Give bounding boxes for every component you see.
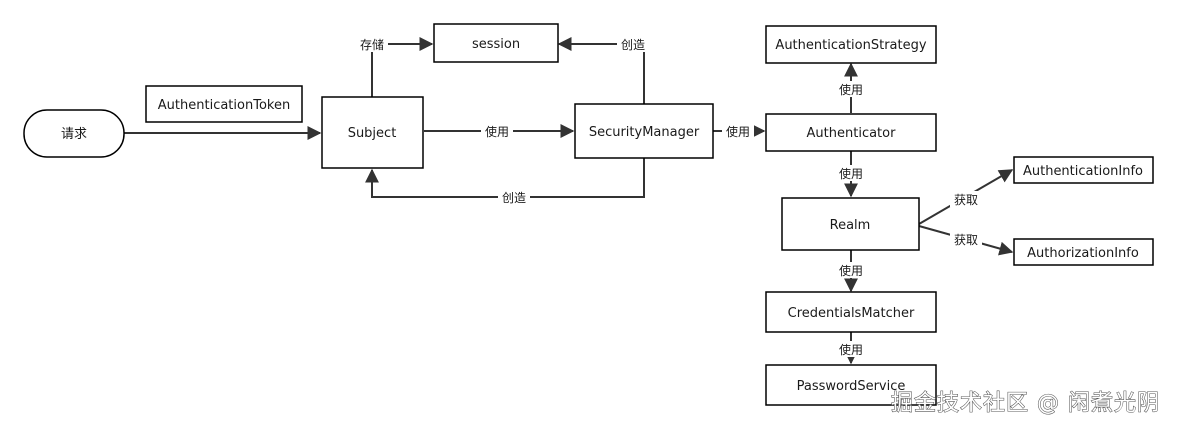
node-authentication-strategy[interactable]: AuthenticationStrategy <box>765 25 937 64</box>
node-authentication-info[interactable]: AuthenticationInfo <box>1013 156 1154 184</box>
node-credentials-matcher-label: CredentialsMatcher <box>788 306 915 321</box>
node-request[interactable]: 请求 <box>23 109 125 158</box>
edge-labels: 存储 创造 使用 创造 使用 使用 使用 获取 获取 使用 使用 <box>356 36 982 357</box>
node-subject[interactable]: Subject <box>321 96 424 169</box>
node-authentication-strategy-label: AuthenticationStrategy <box>775 38 926 53</box>
node-authenticator[interactable]: Authenticator <box>765 113 937 152</box>
label-authenticator-to-strategy: 使用 <box>839 82 863 97</box>
node-security-manager-label: SecurityManager <box>589 125 700 140</box>
node-credentials-matcher[interactable]: CredentialsMatcher <box>765 291 937 333</box>
label-subject-to-sm: 使用 <box>485 124 509 139</box>
node-authentication-token-label: AuthenticationToken <box>158 98 290 113</box>
node-password-service[interactable]: PasswordService <box>765 364 937 406</box>
label-subject-to-session: 存储 <box>360 37 384 52</box>
edge-sm-to-session <box>557 37 645 104</box>
nodes: 请求 AuthenticationToken Subject session S… <box>23 23 1154 406</box>
label-matcher-to-password: 使用 <box>839 342 863 357</box>
node-password-service-label: PasswordService <box>797 379 906 394</box>
node-request-label: 请求 <box>61 127 87 142</box>
label-realm-to-auth-info: 获取 <box>954 193 978 207</box>
node-security-manager[interactable]: SecurityManager <box>574 103 714 159</box>
node-realm[interactable]: Realm <box>781 197 920 251</box>
node-session-label: session <box>472 37 520 52</box>
label-sm-to-session: 创造 <box>621 38 645 52</box>
node-authorization-info-label: AuthorizationInfo <box>1027 246 1139 261</box>
label-realm-to-authz-info: 获取 <box>954 233 978 247</box>
node-authentication-info-label: AuthenticationInfo <box>1023 164 1143 179</box>
label-authenticator-to-realm: 使用 <box>839 166 863 181</box>
watermark-text: 掘金技术社区 @ 闲煮光阴 <box>891 391 1160 416</box>
node-subject-label: Subject <box>348 126 397 141</box>
node-realm-label: Realm <box>830 218 871 233</box>
node-authenticator-label: Authenticator <box>807 126 897 141</box>
label-sm-to-subject: 创造 <box>502 191 526 205</box>
label-sm-to-authenticator: 使用 <box>726 124 750 139</box>
label-realm-to-matcher: 使用 <box>839 263 863 278</box>
node-authorization-info[interactable]: AuthorizationInfo <box>1013 238 1154 266</box>
node-session[interactable]: session <box>433 23 559 63</box>
node-authentication-token[interactable]: AuthenticationToken <box>145 85 303 123</box>
